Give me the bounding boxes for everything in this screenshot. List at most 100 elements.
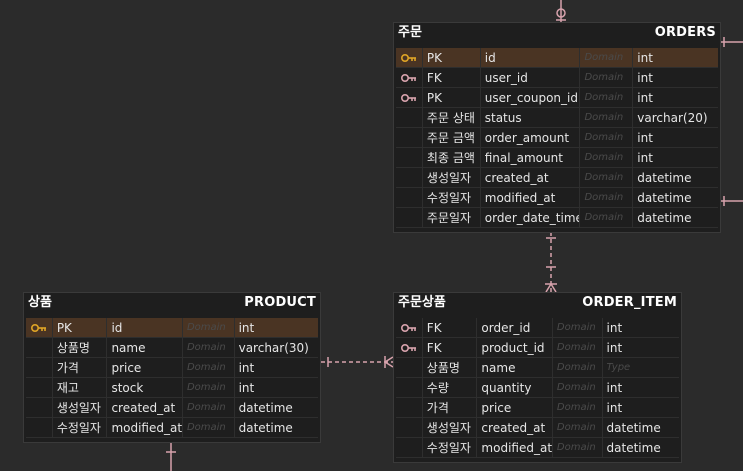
- table-header[interactable]: 주문 ORDERS: [394, 23, 720, 43]
- column-domain: Domain: [551, 358, 602, 377]
- column-name: quantity: [476, 378, 551, 397]
- foreign-key-icon: [400, 93, 417, 103]
- column-type: datetime: [601, 418, 679, 437]
- column-key: 수정일자: [421, 438, 477, 457]
- column-name: user_id: [479, 68, 580, 87]
- column-name: order_amount: [479, 128, 580, 147]
- row-icon-cell: [26, 338, 52, 357]
- row-icon-cell: [396, 108, 422, 127]
- column-type: datetime: [233, 398, 318, 417]
- column-name: final_amount: [479, 148, 580, 167]
- column-name: stock: [106, 378, 181, 397]
- column-type: int: [632, 48, 718, 67]
- column-key: 상품명: [51, 338, 107, 357]
- column-type: int: [233, 378, 318, 397]
- column-key: 최종 금액: [421, 148, 480, 167]
- column-key: 수정일자: [421, 188, 480, 207]
- column-name: modified_at: [106, 418, 182, 437]
- row-icon-cell: [396, 398, 422, 417]
- table-label: 주문상품: [398, 295, 446, 310]
- column-name: created_at: [476, 418, 551, 437]
- column-type: int: [233, 318, 318, 337]
- column-key: PK: [421, 48, 480, 67]
- column-type: datetime: [632, 208, 718, 227]
- column-key: 생성일자: [51, 398, 107, 417]
- column-key: 수정일자: [51, 418, 107, 437]
- column-key: FK: [421, 318, 477, 337]
- row-icon-cell: [26, 378, 52, 397]
- column-key: 수량: [421, 378, 477, 397]
- column-domain: Domain: [579, 148, 632, 167]
- column-domain: Domain: [181, 378, 234, 397]
- column-type: int: [632, 88, 718, 107]
- column-key: 상품명: [421, 358, 477, 377]
- row-icon-cell: [26, 318, 52, 337]
- primary-key-icon: [400, 53, 417, 63]
- row-icon-cell: [396, 68, 422, 87]
- table-header[interactable]: 주문상품 ORDER_ITEM: [394, 293, 681, 313]
- column-domain: Domain: [551, 418, 602, 437]
- row-icon-cell: [396, 418, 422, 437]
- column-domain: Domain: [579, 48, 632, 67]
- column-name: created_at: [106, 398, 181, 417]
- row-icon-cell: [396, 208, 422, 227]
- column-type: varchar(30): [233, 338, 318, 357]
- column-key: 주문 상태: [421, 108, 480, 127]
- row-icon-cell: [396, 148, 422, 167]
- column-key: FK: [421, 68, 480, 87]
- foreign-key-icon: [400, 73, 417, 83]
- column-key: 재고: [51, 378, 107, 397]
- column-name: id: [106, 318, 181, 337]
- row-icon-cell: [396, 128, 422, 147]
- column-key: PK: [421, 88, 480, 107]
- column-name: order_id: [476, 318, 551, 337]
- column-key: 생성일자: [421, 168, 480, 187]
- column-domain: Domain: [181, 418, 234, 437]
- table-header[interactable]: 상품 PRODUCT: [24, 293, 320, 313]
- column-name: name: [476, 358, 551, 377]
- relation-crowfoot: [384, 361, 394, 368]
- column-key: 생성일자: [421, 418, 477, 437]
- row-icon-cell: [396, 88, 422, 107]
- column-name: created_at: [479, 168, 580, 187]
- column-type: datetime: [632, 168, 718, 187]
- relation-optional-circle: [556, 8, 566, 18]
- column-name: order_date_time: [479, 208, 579, 227]
- row-icon-cell: [396, 338, 422, 357]
- column-name: price: [106, 358, 181, 377]
- column-domain: Domain: [551, 378, 602, 397]
- column-domain: Domain: [579, 168, 632, 187]
- table-code: PRODUCT: [244, 295, 316, 310]
- column-domain: Domain: [579, 108, 632, 127]
- column-domain: Domain: [551, 318, 602, 337]
- column-key: 가격: [51, 358, 107, 377]
- column-name: status: [479, 108, 580, 127]
